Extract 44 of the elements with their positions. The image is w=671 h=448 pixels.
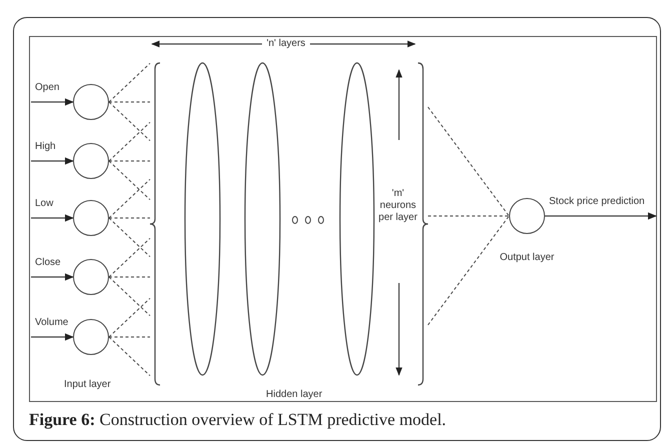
layer-ellipse [185,63,220,375]
arrow [31,333,74,341]
dashed-connection [108,336,150,338]
dashed-connection [108,178,150,218]
diagram-label: Hidden layer [266,389,324,401]
dashed-connection [108,122,150,162]
neuron-circle [73,143,109,179]
neuron-circle [73,259,109,295]
diagram-label: Input layer [64,379,112,391]
dashed-connection [108,238,150,278]
dashed-connection [428,216,510,326]
dashed-connection [108,276,150,278]
dashed-connection [108,102,150,142]
arrow [31,273,74,281]
edge-label: Low [35,198,54,210]
figure-caption: Figure 6: Construction overview of LSTM predictive model. [29,410,446,430]
diagram-label: 'm' neurons per layer [378,188,418,224]
layer-ellipse [245,63,280,375]
dashed-connection [108,218,150,258]
dashed-connection [428,106,510,216]
dashed-connection [108,160,150,200]
neuron-circle [73,84,109,120]
arrow [31,98,74,106]
dashed-connection [108,62,150,102]
edge-label: Stock price prediction [549,196,645,208]
arrow [545,212,657,220]
arrow [31,214,74,222]
neuron-circle [73,319,109,355]
dashed-connection [108,276,150,316]
layer-ellipse [340,63,374,375]
dashed-connection [108,336,150,376]
edge-label: High [35,141,56,153]
neuron-circle [509,198,545,234]
curly-bracket [418,63,428,385]
neuron-circle [73,200,109,236]
arrow [31,157,74,165]
layer-label: Output layer [498,252,556,264]
diagram-label: 'n' layers [265,38,307,50]
edge-label: Volume [35,317,68,329]
curly-bracket [150,63,160,385]
edge-label: Close [35,257,61,269]
dashed-connection [108,160,150,162]
dashed-connection [108,298,150,338]
edge-label: Open [35,82,60,94]
